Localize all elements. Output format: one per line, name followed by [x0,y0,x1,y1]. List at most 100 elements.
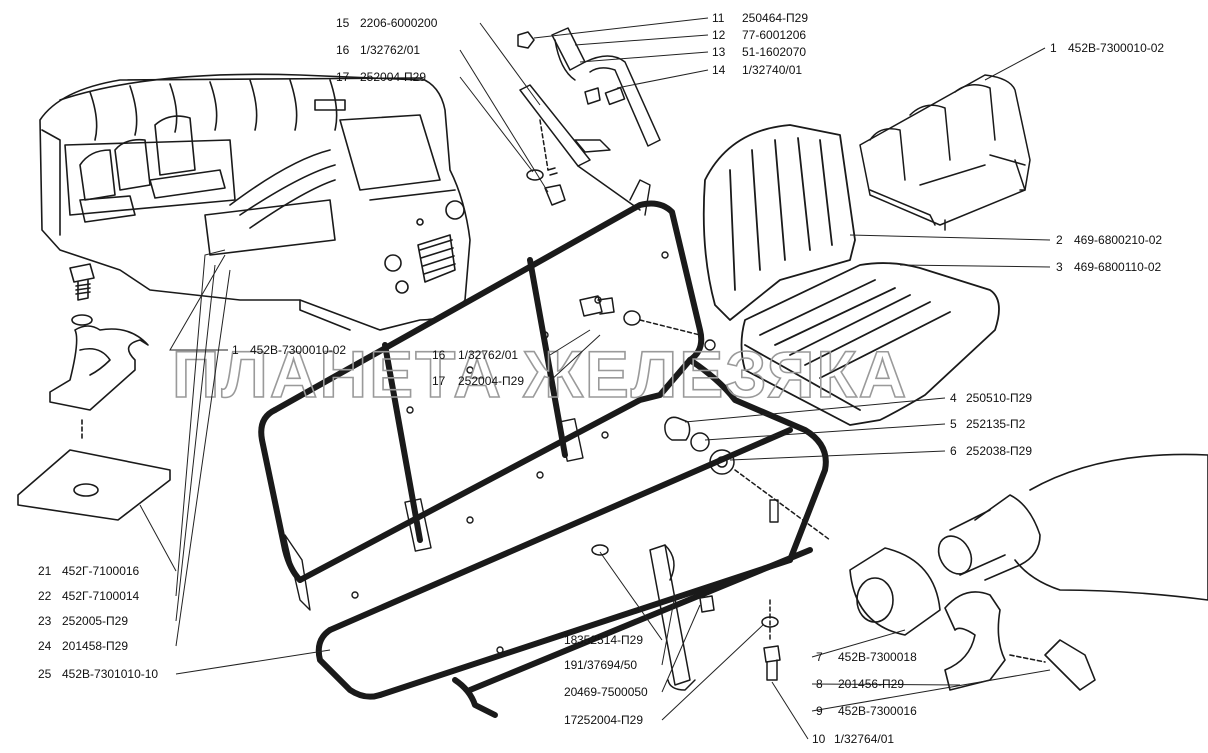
callout-part-code: 1/32764/01 [834,732,894,746]
callout-part-code: 452Г-7100016 [62,564,140,578]
leader-line-17 [459,76,534,173]
leader-line-13 [579,51,709,63]
leader-line-12 [574,34,709,46]
clamp-8 [944,591,1006,691]
bolt-9 [1044,639,1096,691]
leader-line-8 [811,683,961,686]
callout-16: 16 1/32762/01 [432,348,518,362]
callout-part-code: 452В-7301010-10 [62,667,158,681]
callout-part-code: 1/32762/01 [458,348,518,362]
callout-part-code: 469-7500050 [577,685,648,699]
callout-part-code: 252135-П2 [966,417,1026,431]
leader-line-9 [811,669,1051,712]
body-panel [937,453,1208,601]
callout-part-code: 201458-П29 [62,639,128,653]
callout-13: 13 51-1602070 [712,45,806,59]
leader-line-20 [661,604,701,693]
seat-frame-details [284,179,779,654]
callout-number: 8 [816,677,823,691]
leader-line-16 [459,49,549,193]
callout-number: 17 [564,713,578,727]
nut-11 [517,31,535,49]
washer-23 [71,314,93,326]
callout-number: 3 [1056,260,1063,274]
callout-8: 8 201456-П29 [816,677,904,691]
callout-part-code: 352514-П29 [577,633,643,647]
seat-cushion [740,262,1000,426]
leader-line-1 [169,254,228,351]
callout-number: 18 [564,633,578,647]
leader-line-23 [175,264,216,622]
leader-line-19 [661,594,676,666]
callout-part-code: 452Г-7100014 [62,589,140,603]
callout-number: 15 [336,16,350,30]
leader-line-6 [729,450,946,461]
callout-number: 13 [712,45,726,59]
callout-number: 17 [432,374,446,388]
callout-2: 2 469-6800210-02 [1056,233,1162,247]
callout-number: 10 [812,732,826,746]
callout-number: 16 [432,348,446,362]
mid-hardware [579,295,831,541]
leader-line-24 [175,269,231,647]
callout-part-code: 469-6800210-02 [1074,233,1162,247]
callout-10: 10 1/32764/01 [812,732,894,746]
callout-part-code: 77-6001206 [742,28,806,42]
callout-number: 22 [38,589,52,603]
leader-line-7 [811,629,906,658]
plate-21 [17,449,171,521]
callout-number: 2 [1056,233,1063,247]
clamp-22 [49,325,149,411]
callout-number: 24 [38,639,52,653]
leader-lines [139,17,1051,740]
bench-small [859,74,1031,231]
bolt-head-21 [69,263,95,283]
callout-part-code: 1/32762/01 [360,43,420,57]
callout-part-code: 250510-П29 [966,391,1032,405]
callout-number: 5 [950,417,957,431]
nut-4 [664,416,691,441]
leader-line-1 [984,47,1046,81]
callout-number: 17 [336,70,350,84]
bushing-7 [849,547,941,636]
leader-line-25 [175,649,331,675]
callout-number: 1 [232,343,239,357]
leader-line-4 [684,397,946,423]
washer-6 [709,449,735,475]
callout-number: 19 [564,658,578,672]
leader-line-2 [849,234,1051,241]
leader-line-21 [139,504,177,572]
seat-back [702,124,856,321]
callout-part-code: 201456-П29 [838,677,904,691]
leader-line-5 [704,423,946,441]
callout-5: 5 252135-П2 [950,417,1026,431]
callout-number: 20 [564,685,578,699]
callout-part-code: 51-1602070 [742,45,806,59]
leader-line-11 [533,17,709,39]
leader-line-3 [899,264,1051,268]
strap-15 [519,84,591,167]
leader-line-16 [549,329,591,356]
callout-part-code: 452В-7300010-02 [1068,41,1164,55]
callout-number: 9 [816,704,823,718]
callout-part-code: 250464-П29 [742,11,808,25]
callout-22: 22 452Г-7100014 [38,589,140,603]
callout-part-code: 1/37694/50 [577,658,637,672]
washer-5 [690,432,710,452]
